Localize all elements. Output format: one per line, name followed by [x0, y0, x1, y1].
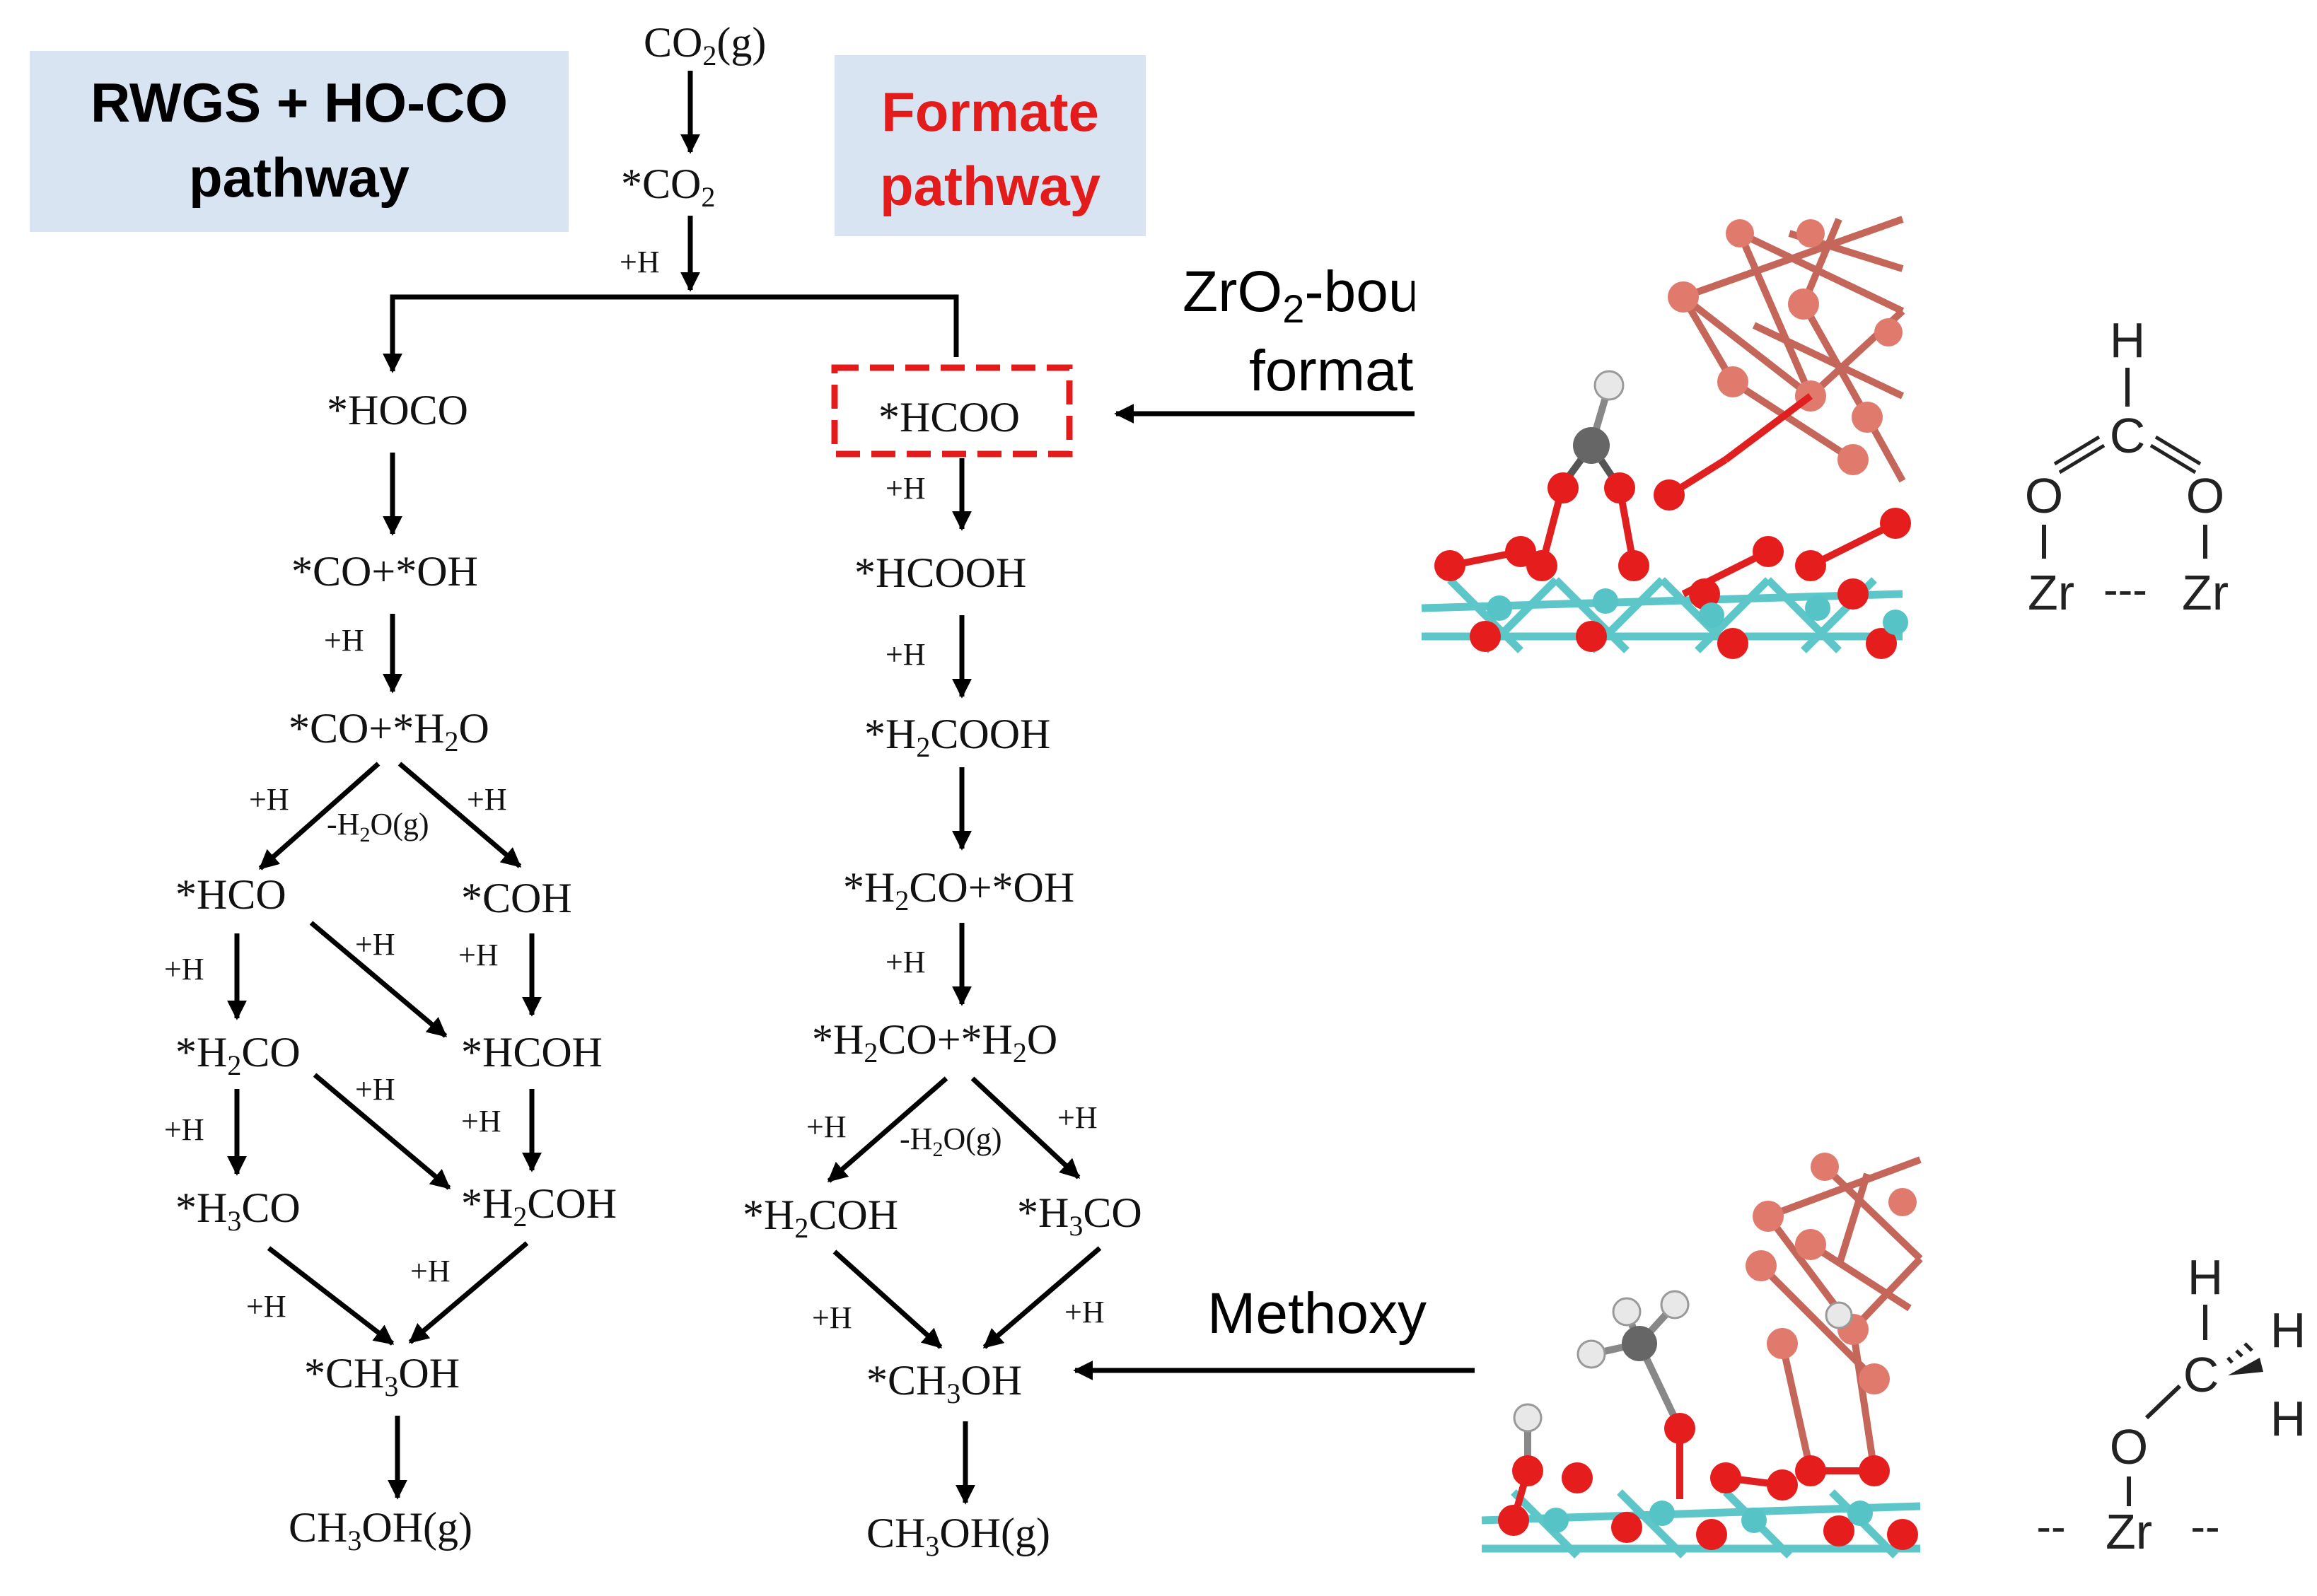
species-h2co-left: *H2CO	[175, 1029, 301, 1081]
label-plus-h-right-1: +H	[885, 471, 926, 506]
label-plus-h-top: +H	[620, 245, 660, 279]
methoxy-zr-dash-right: --	[2190, 1503, 2219, 1551]
label-plus-h-left-2: +H	[164, 952, 204, 986]
formate-pathway-box	[835, 55, 1146, 236]
label-plus-h-left-5: +H	[461, 1104, 501, 1138]
species-hoco: *HOCO	[327, 387, 468, 433]
arrow-co-h2o-to-coh	[397, 762, 522, 868]
species-ch3oh-left: *CH3OH	[304, 1350, 460, 1402]
label-methoxy: Methoxy	[1207, 1281, 1427, 1346]
species-co-oh: *CO+*OH	[291, 548, 478, 595]
rwgs-pathway-title-line1: RWGS + HO-CO	[91, 71, 508, 134]
species-hcoo: *HCOO	[878, 394, 1020, 441]
species-co-h2o-left: *CO+*H2O	[289, 705, 489, 757]
formate-pathway-title-line2: pathway	[880, 155, 1101, 217]
species-co2-adsorbed: *CO2	[621, 161, 715, 213]
formate-zr-right-atom: Zr	[2182, 565, 2229, 620]
arrow-h3co-to-ch3oh-left	[267, 1246, 395, 1346]
arrow-hco-to-hcoh	[309, 921, 448, 1038]
label-plus-h-left-4: +H	[164, 1112, 204, 1147]
formate-zr-zr-dashes: ---	[2103, 566, 2147, 614]
species-h2coh-left: *H2COH	[461, 1180, 617, 1233]
label-plus-h-right-4: +H	[812, 1300, 852, 1335]
arrow-h2co-to-h2coh	[313, 1073, 451, 1190]
formate-o-left-atom: O	[2025, 468, 2063, 523]
label-plus-h-left-diag-2: +H	[355, 1072, 395, 1107]
methoxy-surface-model	[1475, 1153, 1923, 1559]
rwgs-pathway-box	[30, 51, 569, 232]
species-ch3oh-gas-left: CH3OH(g)	[289, 1504, 472, 1556]
species-coh: *COH	[461, 875, 572, 921]
species-h2co-h2o: *H2CO+*H2O	[812, 1016, 1057, 1068]
hcoo-highlight-box	[831, 364, 1073, 458]
formate-c-atom: C	[2110, 408, 2146, 463]
arrow-h2co-h2o-to-h2coh	[827, 1076, 948, 1183]
label-plus-h-left-1: +H	[324, 623, 364, 658]
arrow-h2coh-to-ch3oh-left	[408, 1241, 529, 1344]
label-plus-h-right-branch-left: +H	[806, 1109, 847, 1144]
formate-pathway-title-line1: Formate	[881, 81, 1099, 143]
rwgs-pathway-title-line2: pathway	[189, 146, 410, 209]
species-h3co-left: *H3CO	[175, 1184, 301, 1237]
label-plus-h-right-2: +H	[885, 637, 926, 672]
species-hco: *HCO	[175, 871, 286, 918]
label-minus-h2o-right: -H2O(g)	[900, 1122, 1002, 1161]
species-h2cooh: *H2COOH	[864, 711, 1050, 763]
methoxy-h-right1-atom: H	[2270, 1303, 2306, 1358]
species-h2coh-right: *H2COH	[743, 1192, 898, 1244]
label-plus-h-left-branch-right: +H	[467, 782, 507, 817]
methoxy-h-right2-atom: H	[2270, 1391, 2306, 1446]
formate-surface-model	[1415, 216, 1911, 661]
label-plus-h-left-diag-1: +H	[355, 927, 395, 962]
methoxy-zr-dash-left: --	[2036, 1503, 2065, 1551]
label-minus-h2o-left: -H2O(g)	[327, 807, 429, 846]
species-h3co-right: *H3CO	[1017, 1189, 1142, 1242]
label-plus-h-left-3: +H	[458, 938, 499, 972]
species-ch3oh-gas-right: CH3OH(g)	[866, 1510, 1050, 1562]
label-plus-h-left-6: +H	[246, 1289, 286, 1324]
methoxy-c-atom: C	[2183, 1347, 2219, 1402]
methoxy-o-atom: O	[2110, 1419, 2148, 1474]
arrow-h2coh-to-ch3oh-right	[832, 1250, 943, 1349]
species-h2co-oh: *H2CO+*OH	[843, 864, 1074, 916]
species-co2-gas: CO2(g)	[644, 19, 766, 71]
arrow-co-h2o-to-hco	[258, 762, 381, 870]
formate-zr-left-atom: Zr	[2028, 565, 2074, 620]
label-plus-h-right-5: +H	[1064, 1295, 1105, 1329]
label-plus-h-left-branch-left: +H	[249, 782, 289, 817]
species-hcoh: *HCOH	[461, 1029, 603, 1076]
label-zro2-bound-formate-line2: formate	[1249, 339, 1446, 403]
methoxy-structure: H C H H O -- Zr --	[2036, 1250, 2306, 1559]
species-ch3oh-right: *CH3OH	[866, 1357, 1022, 1409]
arrow-h3co-to-ch3oh-right	[982, 1246, 1102, 1349]
methoxy-zr-atom: Zr	[2106, 1504, 2152, 1559]
methoxy-h-top-atom: H	[2188, 1250, 2224, 1305]
formate-bridging-structure: H C O O Zr --- Zr	[2025, 313, 2229, 620]
branch-line	[390, 294, 959, 371]
label-plus-h-right-branch-right: +H	[1057, 1100, 1098, 1135]
arrow-h2co-h2o-to-h3co	[970, 1076, 1081, 1179]
species-hcooh: *HCOOH	[854, 549, 1026, 596]
formate-h-atom: H	[2110, 313, 2146, 368]
label-plus-h-right-3: +H	[885, 945, 926, 979]
label-plus-h-left-7: +H	[410, 1254, 451, 1288]
formate-o-right-atom: O	[2186, 468, 2224, 523]
